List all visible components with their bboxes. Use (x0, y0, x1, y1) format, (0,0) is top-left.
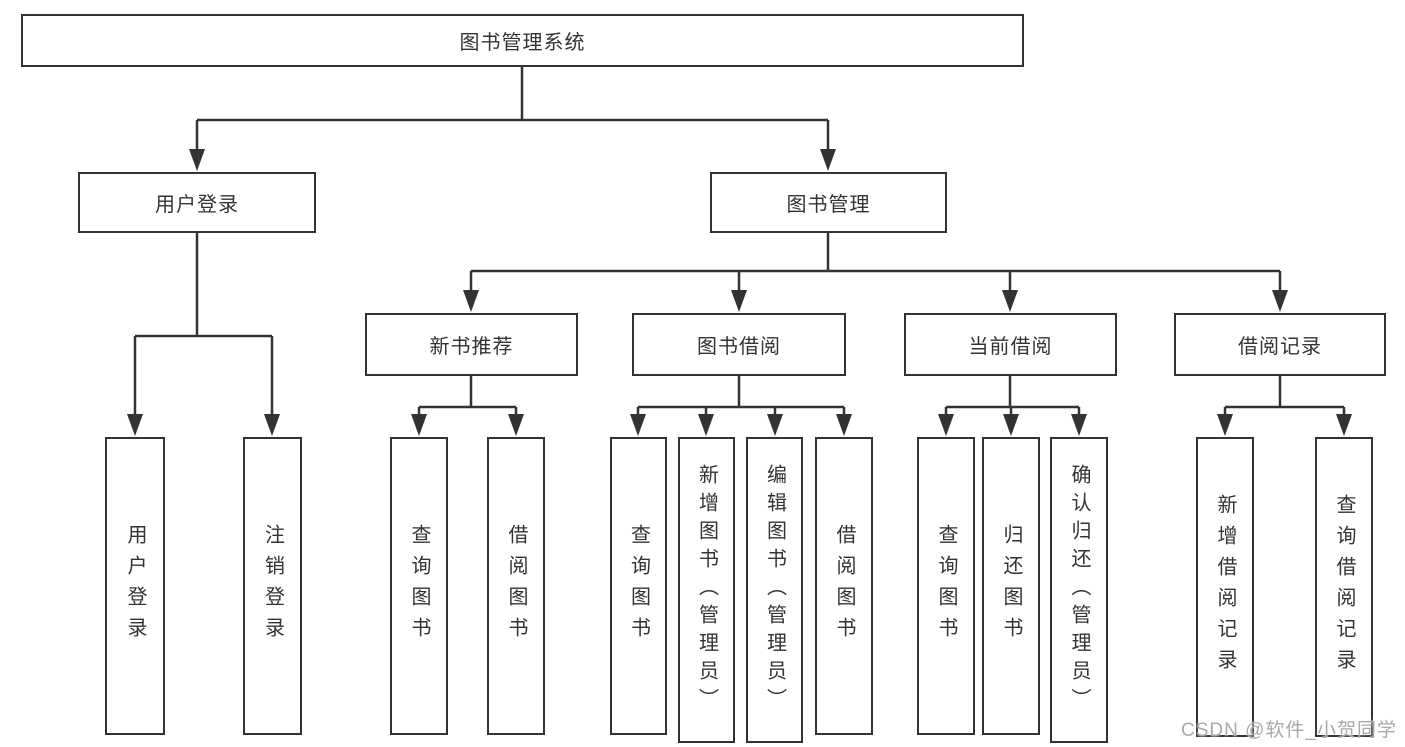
node-user-login-branch: 用户登录 (78, 172, 316, 233)
leaf-user-login-label: 用户登录 (124, 524, 146, 648)
leaf-add-books-admin: 新增图书（管理员） (678, 437, 735, 743)
node-borrowing-records-label: 借阅记录 (1238, 336, 1322, 358)
node-root-label: 图书管理系统 (459, 32, 586, 54)
leaf-query-books-2-label: 查询图书 (627, 524, 650, 648)
node-user-login-branch-label: 用户登录 (155, 194, 239, 216)
leaf-query-books-1-label: 查询图书 (408, 524, 430, 648)
leaf-confirm-return-admin-label: 确认归还（管理员） (1068, 464, 1090, 716)
node-current-borrowing: 当前借阅 (904, 313, 1117, 376)
leaf-add-books-admin-label: 新增图书（管理员） (695, 464, 718, 716)
leaf-return-books-label: 归还图书 (1000, 524, 1022, 648)
leaf-borrow-books-1: 借阅图书 (487, 437, 545, 735)
connector-rails (133, 67, 1346, 417)
node-book-management: 图书管理 (710, 172, 947, 233)
node-root: 图书管理系统 (21, 14, 1024, 67)
node-borrowing-records: 借阅记录 (1174, 313, 1386, 376)
leaf-add-borrow-record: 新增借阅记录 (1196, 437, 1254, 737)
leaf-borrow-books-2-label: 借阅图书 (833, 524, 855, 648)
leaf-logout-label: 注销登录 (261, 524, 284, 648)
leaf-query-books-2: 查询图书 (610, 437, 667, 735)
leaf-borrow-books-1-label: 借阅图书 (505, 524, 527, 648)
leaf-user-login: 用户登录 (105, 437, 165, 735)
leaf-edit-books-admin: 编辑图书（管理员） (746, 437, 803, 743)
leaf-query-books-3: 查询图书 (917, 437, 975, 735)
csdn-watermark: CSDN @软件_小贺同学 (1181, 720, 1397, 741)
leaf-add-borrow-record-label: 新增借阅记录 (1214, 494, 1236, 680)
node-book-borrowing-label: 图书借阅 (697, 336, 781, 358)
arrowheads (127, 149, 1352, 436)
leaf-query-borrow-record-label: 查询借阅记录 (1333, 494, 1355, 680)
leaf-edit-books-admin-label: 编辑图书（管理员） (763, 464, 786, 716)
leaf-query-books-1: 查询图书 (390, 437, 448, 735)
leaf-query-books-3-label: 查询图书 (935, 524, 957, 648)
leaf-confirm-return-admin: 确认归还（管理员） (1050, 437, 1108, 743)
leaf-return-books: 归还图书 (982, 437, 1040, 735)
node-current-borrowing-label: 当前借阅 (968, 336, 1053, 358)
leaf-query-borrow-record: 查询借阅记录 (1315, 437, 1373, 737)
node-new-book-recommend-label: 新书推荐 (429, 336, 514, 358)
node-new-book-recommend: 新书推荐 (365, 313, 578, 376)
leaf-borrow-books-2: 借阅图书 (815, 437, 873, 735)
node-book-management-label: 图书管理 (786, 194, 871, 216)
leaf-logout: 注销登录 (243, 437, 302, 735)
node-book-borrowing: 图书借阅 (632, 313, 846, 376)
